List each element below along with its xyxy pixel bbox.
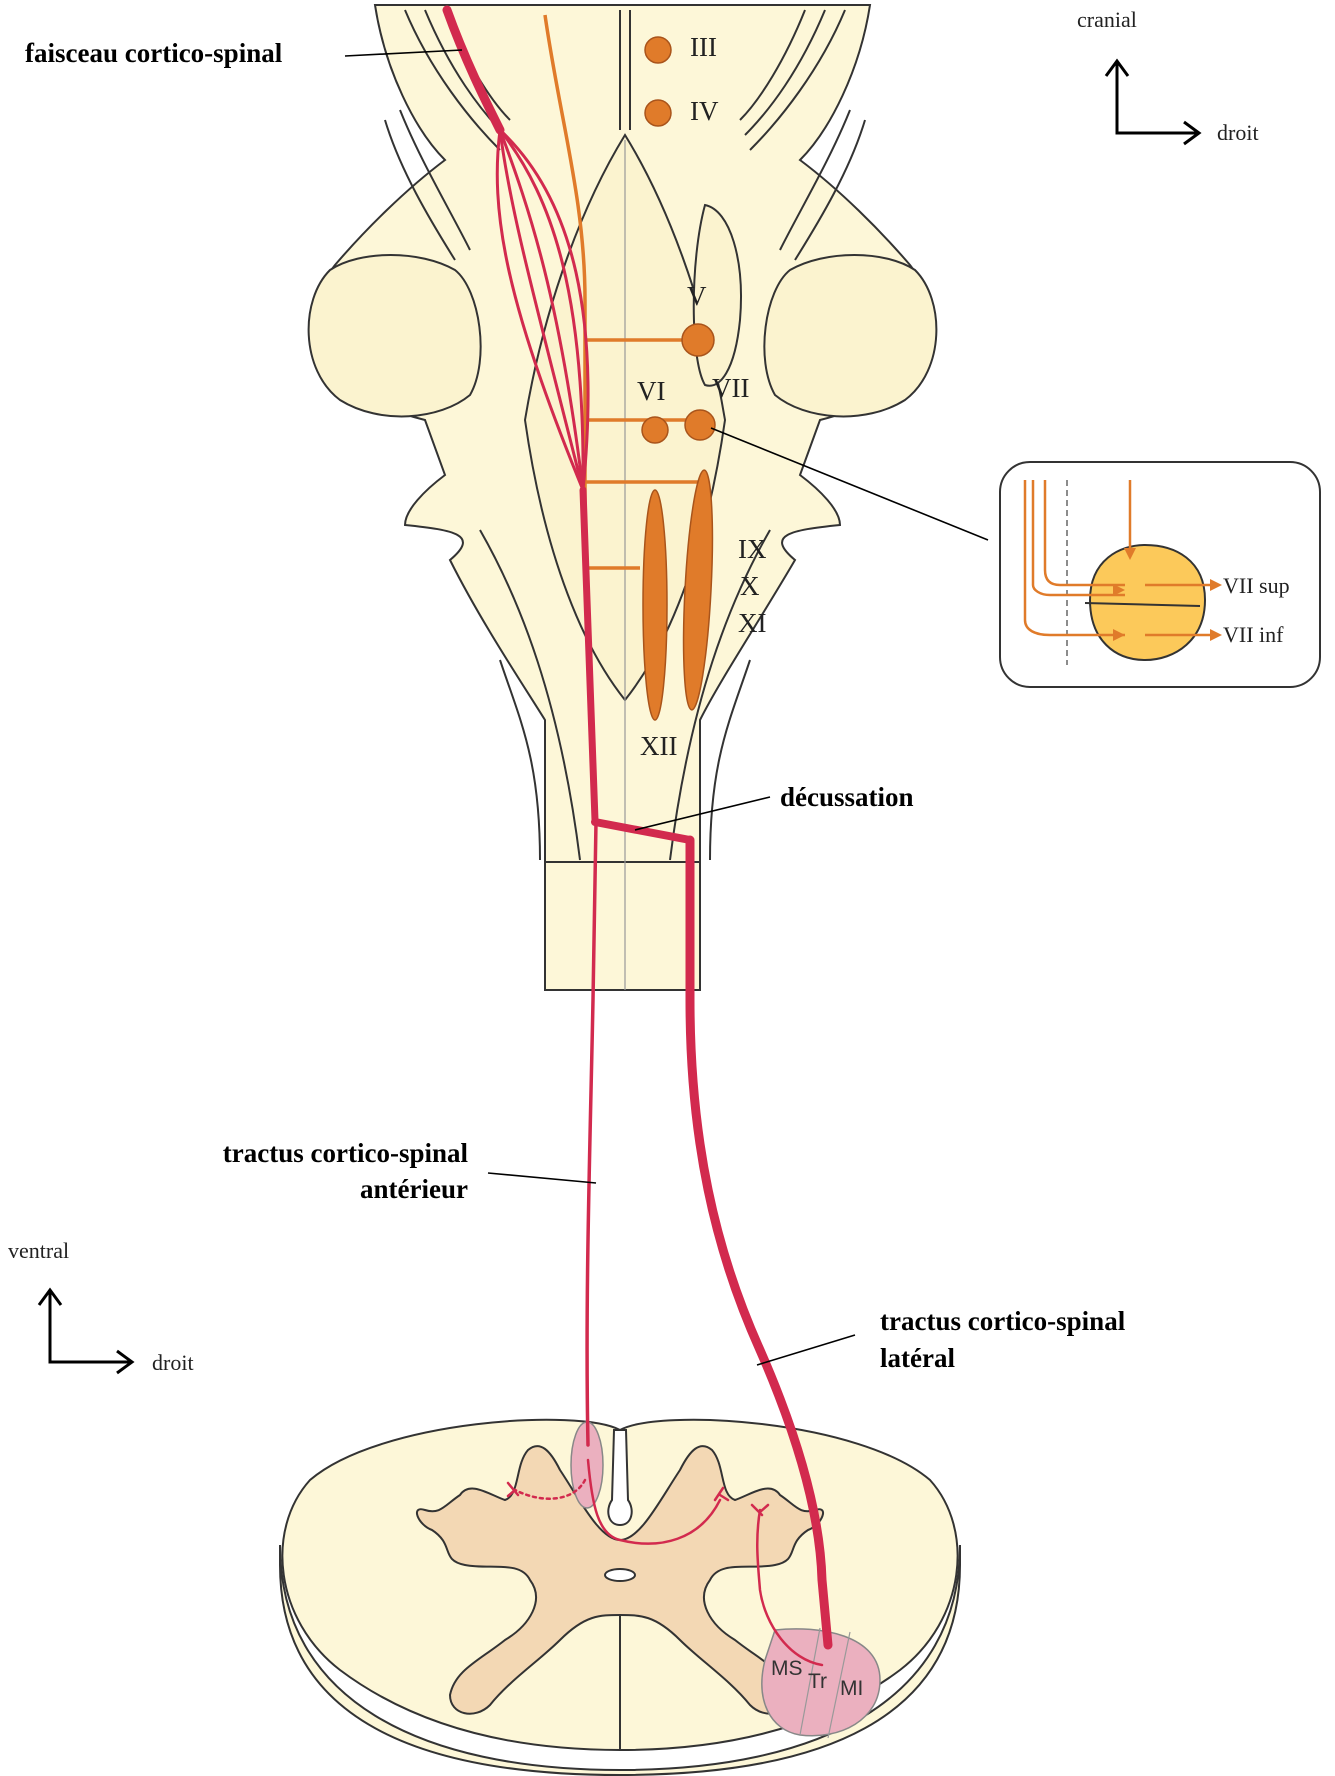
label-droit-bottom: droit	[152, 1350, 194, 1375]
label-vii: VII	[712, 373, 749, 403]
label-anterior-1: tractus cortico-spinal	[223, 1138, 469, 1168]
label-ms: MS	[771, 1657, 803, 1680]
leader-lateral	[757, 1335, 855, 1365]
label-tr: Tr	[808, 1670, 827, 1693]
label-lateral-1: tractus cortico-spinal	[880, 1306, 1126, 1336]
spinal-cord-section: MS Tr MI	[280, 1420, 960, 1775]
label-x: X	[740, 571, 760, 601]
inset-label-lower: VII inf	[1223, 622, 1284, 647]
nucleus-xii	[643, 490, 667, 720]
label-xii: XII	[640, 731, 677, 761]
label-decussation: décussation	[780, 782, 914, 812]
label-ventral: ventral	[8, 1238, 69, 1263]
orientation-bottom: ventral droit	[8, 1238, 194, 1375]
label-iv: IV	[690, 96, 719, 126]
inset-label-upper: VII sup	[1223, 573, 1290, 598]
nucleus-iv	[645, 100, 671, 126]
nucleus-vii	[685, 410, 715, 440]
label-faisceau: faisceau cortico-spinal	[25, 38, 283, 68]
label-xi: XI	[738, 608, 767, 638]
leader-anterior	[488, 1173, 596, 1183]
right-peduncle-lobe	[764, 255, 936, 416]
label-cranial: cranial	[1077, 7, 1137, 32]
label-anterior-2: antérieur	[360, 1174, 468, 1204]
brainstem	[309, 5, 937, 990]
nucleus-vi	[642, 417, 668, 443]
label-lateral-2: latéral	[880, 1343, 955, 1373]
label-iii: III	[690, 32, 717, 62]
orientation-top: cranial droit	[1077, 7, 1259, 145]
nucleus-v	[682, 324, 714, 356]
label-v: V	[687, 281, 707, 311]
nucleus-iii	[645, 37, 671, 63]
left-peduncle-lobe	[309, 255, 481, 416]
label-vi: VI	[637, 376, 666, 406]
label-ix: IX	[738, 534, 767, 564]
central-canal	[605, 1569, 635, 1581]
label-mi: MI	[840, 1677, 863, 1700]
label-droit-top: droit	[1217, 120, 1259, 145]
inset-vii-nucleus	[1090, 545, 1205, 660]
